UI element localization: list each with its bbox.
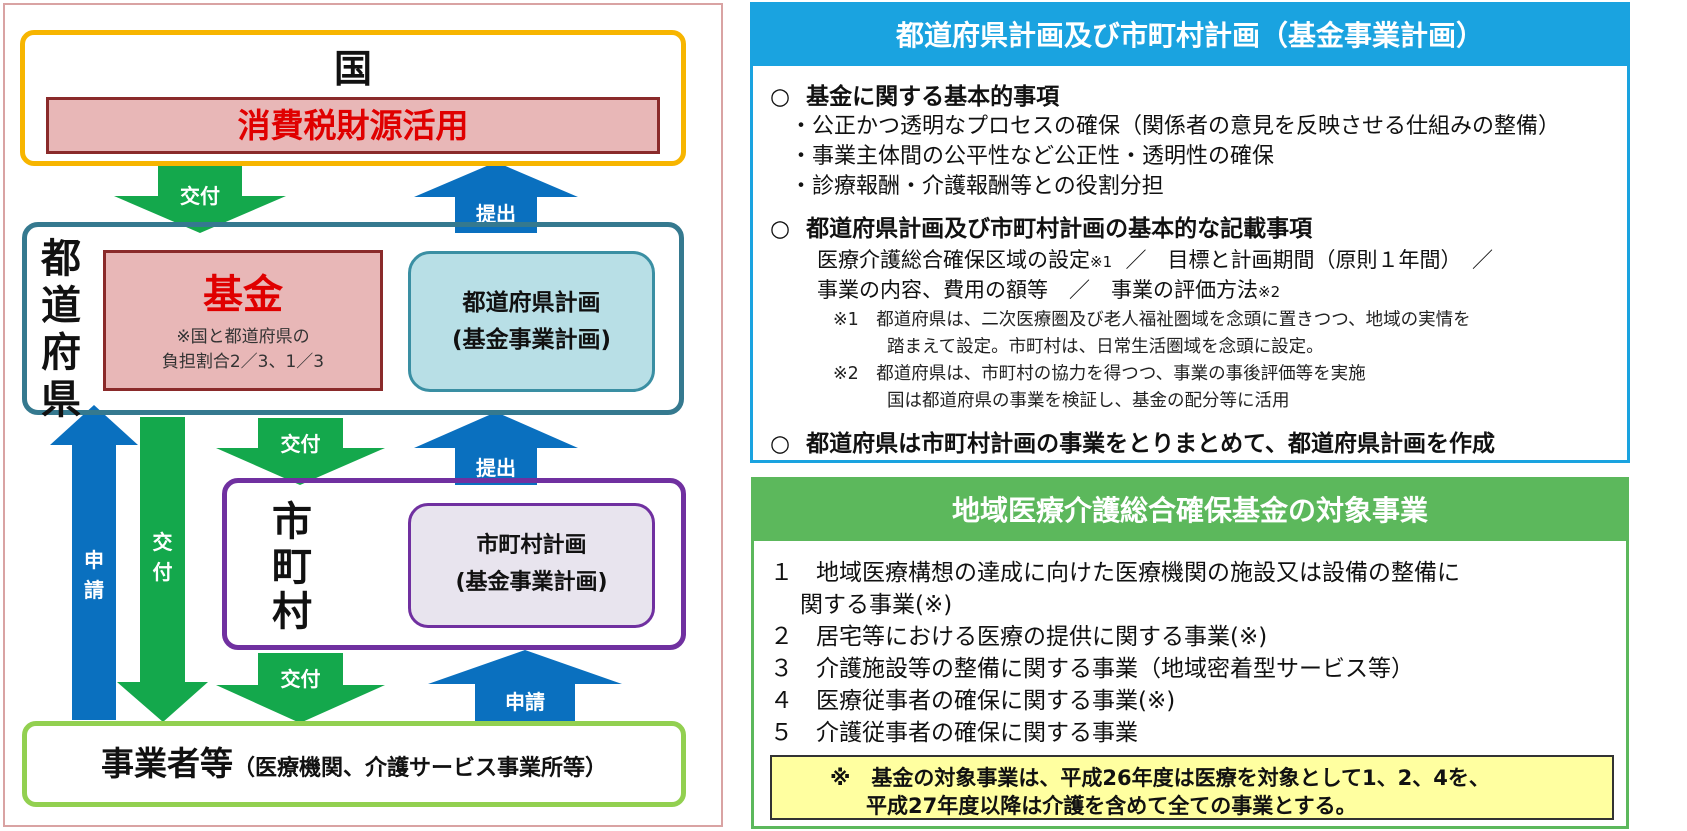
arrow-label-shinsei-vertical: 申請 — [84, 548, 104, 602]
arrow-muni-to-pref — [414, 412, 578, 485]
target-project-item: ３ 介護施設等の整備に関する事業（地域密着型サービス等） — [770, 656, 1414, 682]
municipality-box — [222, 478, 686, 650]
providers-sub: （医療機関、介護サービス事業所等） — [232, 756, 607, 781]
prefecture-plan-box — [408, 251, 655, 392]
target-project-item: ２ 居宅等における医療の提供に関する事業(※) — [770, 624, 1268, 650]
prefecture-box — [22, 222, 684, 415]
prefecture-plan-label: 都道府県計画(基金事業計画) — [451, 290, 612, 353]
arrow-pref-to-biz — [117, 417, 208, 722]
plan-note: ※2 都道府県は、市町村の協力を得つつ、事業の事後評価等を実施 — [833, 364, 1366, 384]
arrow-pref-to-kuni-shape — [414, 162, 578, 233]
target-projects-title: 地域医療介護総合確保基金の対象事業 — [951, 494, 1428, 527]
section-plan-contents-title: ○ 都道府県計画及び市町村計画の基本的な記載事項 — [770, 216, 1313, 242]
arrow-biz-to-pref — [50, 405, 138, 720]
target-projects-panel — [751, 477, 1629, 829]
consumption-tax-label: 消費税財源活用 — [237, 106, 469, 145]
prefecture-label: 都道 府県 — [41, 236, 81, 423]
arrow-label-kofu-3: 交付 — [280, 667, 321, 691]
target-note-line: 平成27年度以降は介護を含めて全ての事業とする。 — [866, 794, 1357, 818]
arrow-pref-to-muni — [216, 418, 385, 485]
municipality-label: 市町 村 — [272, 499, 312, 635]
national-government-box — [20, 30, 686, 166]
arrow-label-shinsei-1: 申請 — [505, 690, 545, 714]
target-project-item: ４ 医療従事者の確保に関する事業(※) — [770, 688, 1176, 714]
arrow-kuni-to-pref — [114, 164, 286, 233]
section-basic-matters-title: ○ 基金に関する基本的事項 — [770, 84, 1060, 110]
section-aggregate-title: ○ 都道府県は市町村計画の事業をとりまとめて、都道府県計画を作成 — [770, 431, 1495, 457]
flow-arrows — [50, 162, 622, 723]
target-project-item: ５ 介護従事者の確保に関する事業 — [770, 720, 1138, 746]
municipality-plan-box — [408, 503, 655, 628]
arrow-label-teishutsu-2: 提出 — [476, 456, 516, 480]
plan-panel-header — [753, 5, 1627, 66]
basic-matter-item: ・公正かつ透明なプロセスの確保（関係者の意見を反映させる仕組みの整備） — [790, 114, 1561, 139]
providers-box — [22, 721, 686, 807]
fund-box — [103, 250, 383, 391]
consumption-tax-box — [46, 97, 660, 154]
arrow-biz-to-muni — [428, 650, 622, 723]
fund-burden-note: ※国と都道府県の負担割合2／3、1／3 — [161, 327, 325, 372]
arrow-label-kofu-vertical: 交付 — [152, 530, 173, 584]
flow-diagram-frame — [3, 3, 723, 827]
plan-panel-title: 都道府県計画及び市町村計画（基金事業計画） — [895, 19, 1484, 52]
basic-matter-item: ・事業主体間の公平性など公正性・透明性の確保 — [790, 144, 1275, 169]
plan-note: ※1 都道府県は、二次医療圏及び老人福祉圏域を念頭に置きつつ、地域の実情を — [833, 310, 1471, 330]
plan-note: 踏まえて設定。市町村は、日常生活圏域を念頭に設定。 — [887, 337, 1324, 357]
fund-title: 基金 — [203, 272, 283, 318]
arrow-muni-to-biz — [216, 653, 385, 723]
plan-contents-line-2: 事業の内容、費用の額等 ／ 事業の評価方法※2 — [817, 278, 1281, 302]
providers-label: 事業者等（医療機関、介護サービス事業所等） — [22, 721, 686, 807]
plan-panel — [750, 2, 1630, 463]
arrow-label-kofu-2: 交付 — [280, 432, 321, 456]
national-government-label: 国 — [333, 47, 372, 91]
plan-note: 国は都道府県の事業を検証し、基金の配分等に活用 — [887, 391, 1290, 411]
arrow-label-kofu-1: 交付 — [180, 184, 220, 208]
basic-matter-item: ・診療報酬・介護報酬等との役割分担 — [790, 174, 1164, 199]
target-projects-header — [754, 480, 1626, 541]
providers-main: 事業者等 — [100, 744, 233, 783]
plan-contents-line-1: 医療介護総合確保区域の設定※1 ／ 目標と計画期間（原則１年間） ／ — [817, 248, 1493, 272]
target-note-box — [770, 755, 1614, 820]
target-project-item: １ 地域医療構想の達成に向けた医療機関の施設又は設備の整備に — [770, 560, 1460, 586]
target-project-item: 関する事業(※) — [800, 592, 953, 618]
municipality-plan-label: 市町村計画(基金事業計画) — [455, 533, 608, 595]
target-note-line: ※ 基金の対象事業は、平成26年度は医療を対象として1、2、4を、 — [830, 766, 1490, 790]
